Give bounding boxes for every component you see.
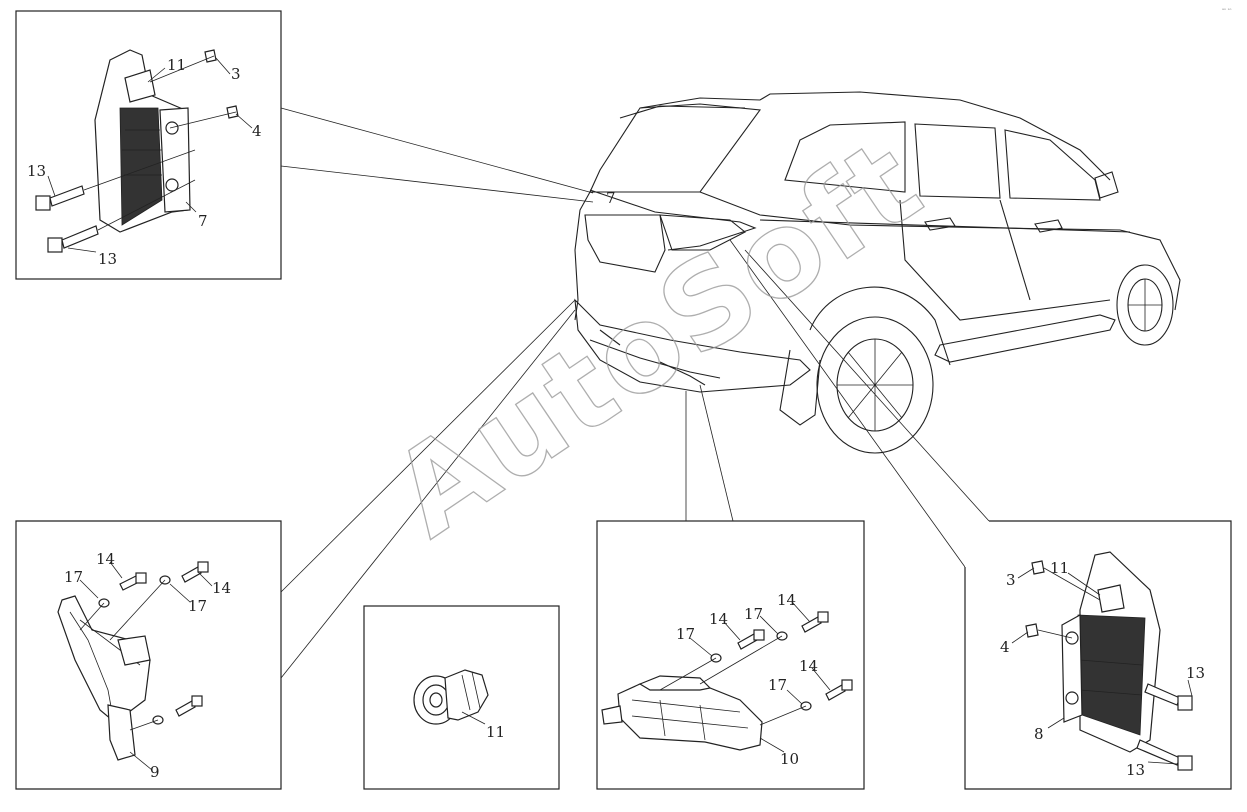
- vehicle-illustration: 7: [574, 91, 1181, 454]
- watermark-text: AutoSoft: [368, 112, 945, 563]
- bolt-14c: [175, 695, 203, 717]
- bolt-13b: [47, 225, 99, 253]
- bolt-14-p4a: [737, 629, 765, 650]
- bolt-13-p5b: [1136, 739, 1193, 771]
- callout-p5-11: 11: [1050, 559, 1069, 577]
- callout-p4-17a: 17: [676, 625, 695, 643]
- corner-mark: ᵃᵒ ˢᵒ: [1222, 8, 1232, 14]
- callout-p5-3: 3: [1006, 571, 1016, 589]
- callout-p1-13a: 13: [27, 162, 46, 180]
- callout-p1-7: 7: [198, 212, 208, 230]
- bolt-14b: [181, 561, 209, 583]
- panel-right-tail-light: 3 11 4 13 8 13: [964, 520, 1232, 790]
- panel-left-tail-light: 11 3 4 13 7 13: [15, 10, 282, 280]
- callout-p2-9: 9: [150, 763, 160, 781]
- panel-clip-detail: 11: [363, 605, 560, 790]
- callout-p2-14b: 14: [212, 579, 231, 597]
- bolt-13a: [35, 185, 85, 211]
- callout-p4-17b: 17: [744, 605, 763, 623]
- bolt-13-p5a: [1144, 683, 1193, 711]
- callout-p1-11: 11: [167, 56, 186, 74]
- callout-p4-14a: 14: [709, 610, 728, 628]
- callout-p5-13b: 13: [1126, 761, 1145, 779]
- callout-p5-13a: 13: [1186, 664, 1205, 682]
- leader-lines: [280, 107, 990, 679]
- callout-p2-14a: 14: [96, 550, 115, 568]
- callout-p1-3: 3: [231, 65, 241, 83]
- panel-rear-bumper-lamp: 14 17 17 14 14 17 10: [596, 520, 865, 790]
- callout-p5-4: 4: [1000, 638, 1010, 656]
- callout-p4-17c: 17: [768, 676, 787, 694]
- callout-p4-14c: 14: [799, 657, 818, 675]
- bolt-14-p4b: [801, 611, 829, 633]
- vehicle-plate-mark: 7: [606, 189, 616, 207]
- callout-p2-17b: 17: [188, 597, 207, 615]
- bolt-14-p4c: [825, 679, 853, 701]
- callout-p1-13b: 13: [98, 250, 117, 268]
- callout-p4-10: 10: [780, 750, 799, 768]
- callout-p4-14b: 14: [777, 591, 796, 609]
- callout-p1-4: 4: [252, 122, 262, 140]
- callout-p5-8: 8: [1034, 725, 1044, 743]
- panel-left-bumper-lamp: 14 17 14 17 9: [15, 520, 282, 790]
- callout-p2-17a: 17: [64, 568, 83, 586]
- callout-p3-11: 11: [486, 723, 505, 741]
- bolt-14a: [119, 572, 147, 591]
